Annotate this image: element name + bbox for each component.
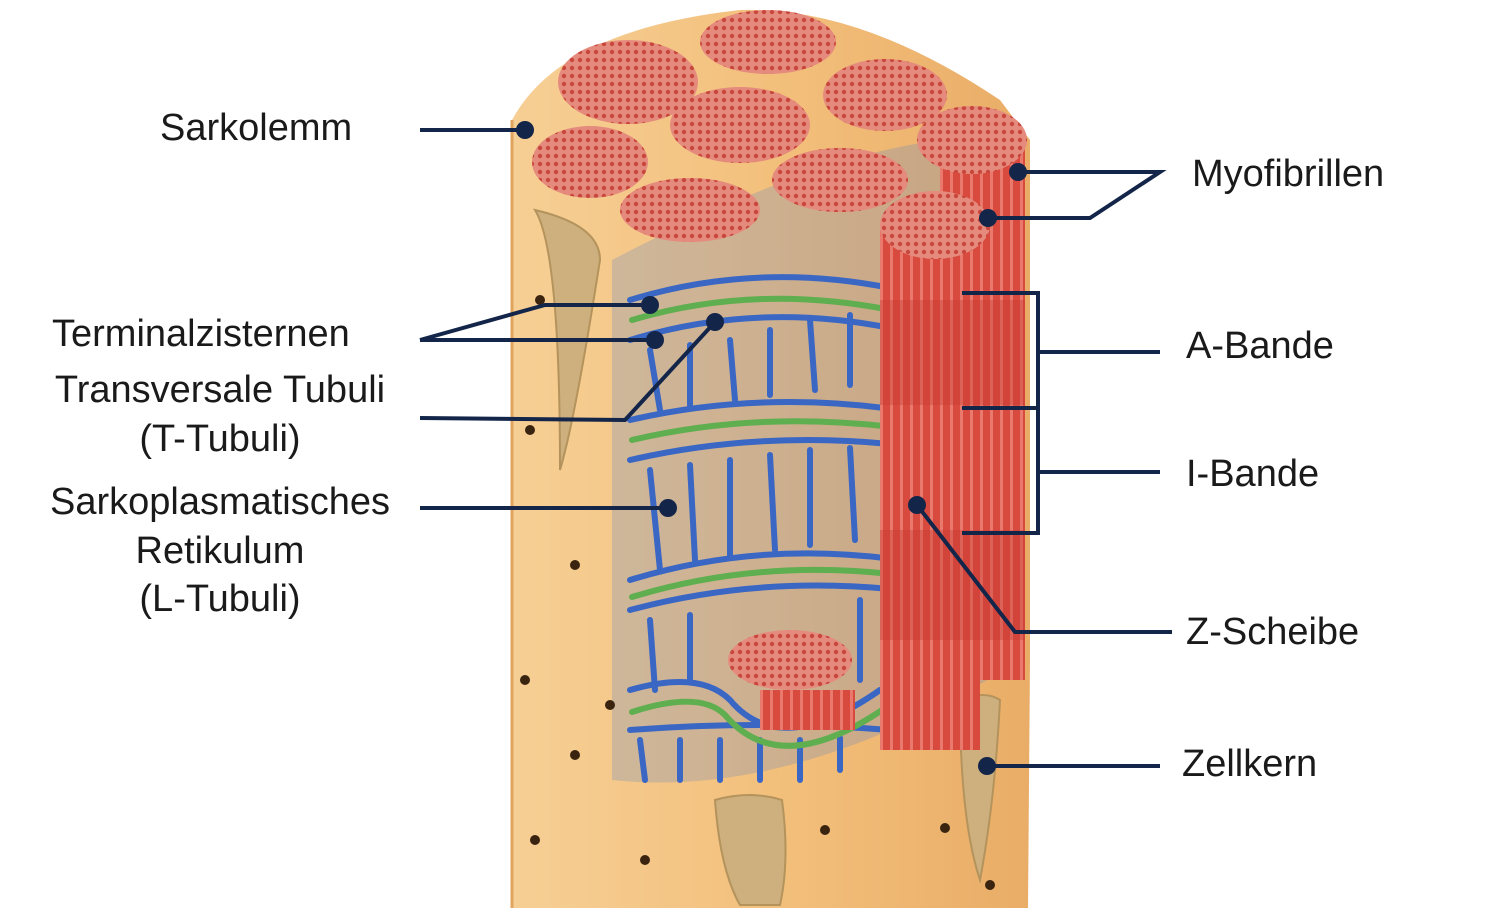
label-sr-line1: Sarkoplasmatisches	[49, 481, 391, 523]
surface-dots	[520, 295, 995, 890]
leader-dots	[516, 121, 1027, 775]
leader-myofibrillen	[988, 170, 1167, 220]
label-t-tubuli-line1: Transversale Tubuli	[54, 369, 386, 411]
label-zellkern: Zellkern	[1182, 743, 1318, 785]
label-i-bande: I-Bande	[1186, 453, 1320, 495]
t-tubules	[629, 295, 903, 749]
sarcoplasmic-reticulum	[627, 274, 903, 783]
leader-bands	[962, 291, 1160, 535]
leader-lines	[419, 128, 1172, 768]
label-sr: Sarkoplasmatisches Retikulum (L-Tubuli)	[20, 478, 420, 624]
label-z-scheibe: Z-Scheibe	[1186, 611, 1360, 653]
myofibrils	[532, 10, 1027, 750]
label-sarkolemm: Sarkolemm	[160, 107, 353, 149]
label-a-bande: A-Bande	[1186, 325, 1334, 367]
leader-z-scheibe	[915, 503, 1172, 634]
label-t-tubuli-line2: (T-Tubuli)	[139, 417, 301, 460]
label-sr-line3: (L-Tubuli)	[139, 578, 301, 621]
leader-terminalzisternen	[419, 303, 655, 342]
label-sr-line2: Retikulum	[135, 529, 305, 572]
leader-t-tubuli	[419, 320, 717, 423]
label-terminalzisternen: Terminalzisternen	[52, 313, 350, 355]
label-t-tubuli: Transversale Tubuli (T-Tubuli)	[30, 366, 410, 463]
label-myofibrillen: Myofibrillen	[1192, 153, 1385, 195]
